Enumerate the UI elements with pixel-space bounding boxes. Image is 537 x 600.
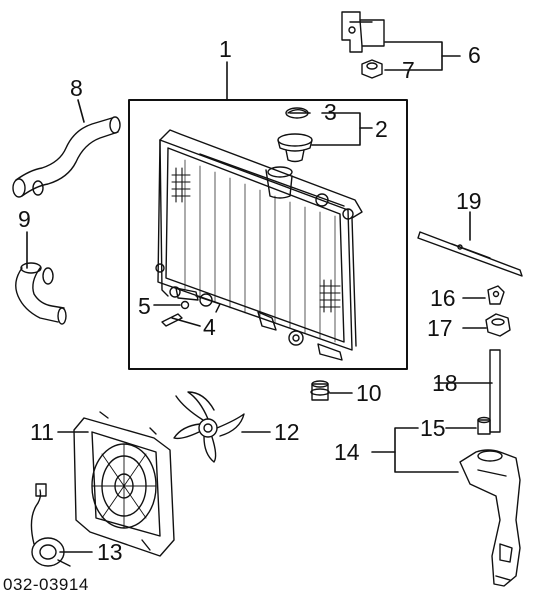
radiator-assembly-frame xyxy=(128,99,408,370)
flange-nut-part xyxy=(361,59,383,79)
callout-14: 14 xyxy=(334,439,360,465)
upper-hose-part xyxy=(12,116,121,198)
diagram-code: 032-03914 xyxy=(3,575,89,594)
cap-seal-part xyxy=(285,107,309,119)
callout-10: 10 xyxy=(356,380,382,406)
drain-plug-part xyxy=(180,300,190,310)
callout-4: 4 xyxy=(203,314,216,340)
callout-16: 16 xyxy=(430,285,456,311)
bolt-part xyxy=(161,313,183,327)
callout-6: 6 xyxy=(468,42,481,68)
callout-8: 8 xyxy=(70,75,83,101)
callout-19: 19 xyxy=(456,188,482,214)
fan-motor-part xyxy=(30,483,71,567)
leader-lines xyxy=(26,41,493,553)
callout-15: 15 xyxy=(420,415,446,441)
callout-11: 11 xyxy=(30,419,54,445)
lower-hose-part xyxy=(15,262,67,325)
callout-12: 12 xyxy=(274,419,300,445)
fan-shroud-part xyxy=(73,411,175,557)
grommet-part xyxy=(310,380,330,401)
mounting-nut-part xyxy=(485,313,511,337)
reserve-cap-part xyxy=(477,416,491,435)
callout-3: 3 xyxy=(324,99,337,125)
callout-5: 5 xyxy=(138,293,151,319)
callout-1: 1 xyxy=(219,36,232,62)
radiator-core-part xyxy=(155,129,363,361)
callout-18: 18 xyxy=(432,370,458,396)
radiator-cap-part xyxy=(277,133,313,163)
clip-part xyxy=(487,285,505,305)
callout-7: 7 xyxy=(402,57,415,83)
callout-17: 17 xyxy=(427,315,453,341)
overflow-tube-part xyxy=(489,349,501,433)
rod-part xyxy=(417,231,523,277)
callout-9: 9 xyxy=(18,206,31,232)
bracket-part xyxy=(341,11,385,53)
callout-2: 2 xyxy=(375,116,388,142)
reserve-tank-part xyxy=(459,449,521,587)
callout-13: 13 xyxy=(97,539,123,565)
fan-blade-part xyxy=(173,391,245,463)
